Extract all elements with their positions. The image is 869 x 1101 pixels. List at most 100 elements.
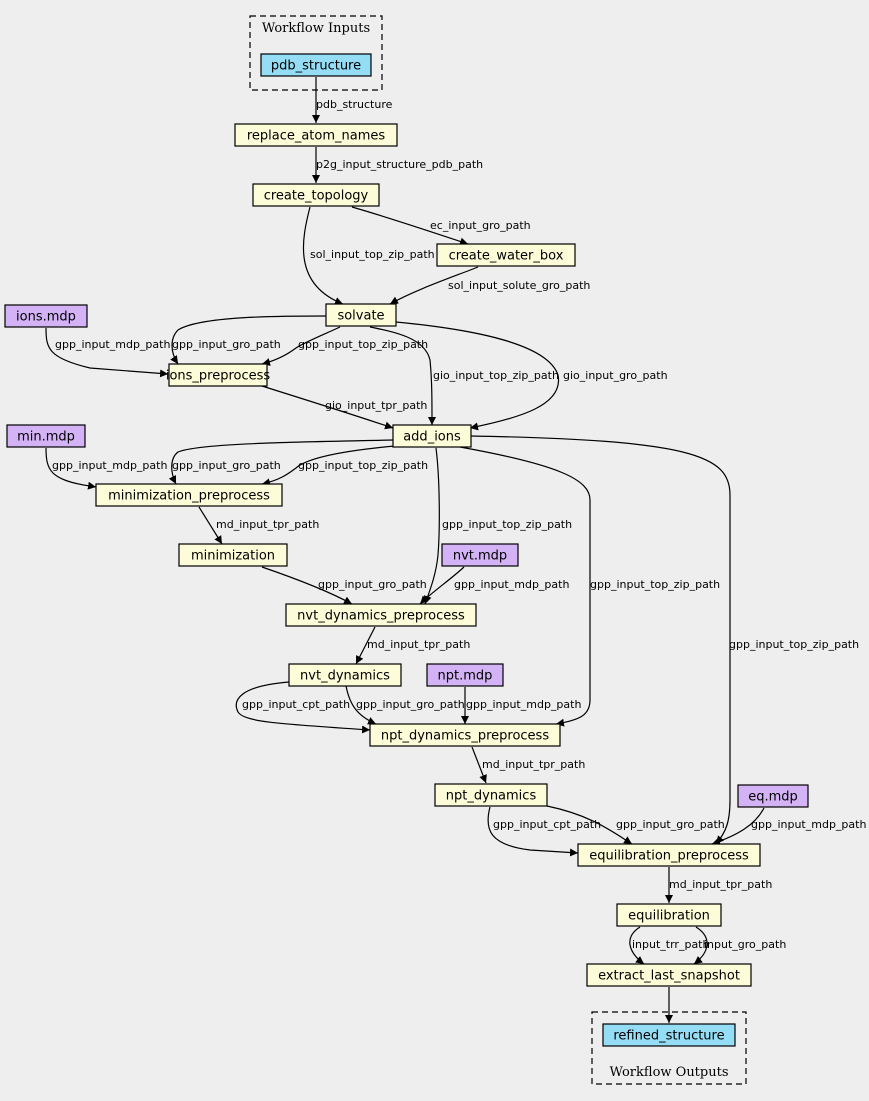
edge-solvate-to-add_ions: gio_input_top_zip_path — [369, 326, 559, 426]
edge-line — [170, 315, 327, 365]
node-label: equilibration — [628, 909, 710, 924]
edge-label: gpp_input_gro_path — [616, 818, 725, 831]
edge-label: gio_input_top_zip_path — [433, 369, 559, 382]
node-refined-structure[interactable]: refined_structure — [602, 1023, 736, 1047]
edge-label: md_input_tpr_path — [482, 758, 585, 771]
node-label: npt_dynamics — [446, 789, 537, 804]
edge-add_ions-to-npt_dynamics_preprocess: gpp_input_top_zip_path — [459, 446, 720, 727]
node-nvt-dynamics[interactable]: nvt_dynamics — [288, 663, 402, 687]
node-label: minimization_preprocess — [108, 489, 270, 504]
edge-label: gpp_input_gro_path — [318, 578, 427, 591]
node-box — [6, 424, 86, 448]
edge-label: gpp_input_gro_path — [356, 698, 465, 711]
edge-eq_mdp-to-equilibration_preprocess: gpp_input_mdp_path — [711, 807, 866, 846]
node-label: min.mdp — [17, 430, 75, 445]
edge-ions_preprocess-to-add_ions: gio_input_tpr_path — [261, 385, 427, 430]
node-box — [737, 784, 809, 808]
node-eq-mdp[interactable]: eq.mdp — [737, 784, 809, 808]
edge-solvate-to-ions_preprocess: gpp_input_gro_path — [170, 315, 327, 365]
edge-label: gpp_input_gro_path — [172, 459, 281, 472]
node-nvt-mdp[interactable]: nvt.mdp — [441, 543, 519, 567]
node-npt-dynamics[interactable]: npt_dynamics — [434, 783, 548, 807]
edge-label: gpp_input_top_zip_path — [298, 459, 428, 472]
node-ions-mdp[interactable]: ions.mdp — [4, 304, 88, 328]
node-label: add_ions — [403, 430, 461, 445]
edge-label: gpp_input_top_zip_path — [442, 518, 572, 531]
edge-label: gpp_input_mdp_path — [751, 818, 866, 831]
edge-label: pdb_structure — [316, 98, 393, 111]
edge-replace_atom_names-to-create_topology: p2g_input_structure_pdb_path — [312, 147, 483, 183]
node-box — [392, 424, 472, 448]
node-box — [586, 963, 752, 987]
node-box — [577, 843, 761, 867]
edge-label: gpp_input_cpt_path — [493, 818, 601, 831]
node-npt-mdp[interactable]: npt.mdp — [426, 663, 504, 687]
node-solvate[interactable]: solvate — [325, 303, 397, 327]
edge-equilibration-to-extract_last_snapshot: input_gro_path — [693, 926, 786, 965]
node-box — [234, 123, 398, 147]
edge-line — [693, 926, 708, 965]
node-nvt-dynamics-preprocess[interactable]: nvt_dynamics_preprocess — [285, 603, 477, 627]
edge-label: gpp_input_mdp_path — [466, 698, 581, 711]
cluster-outputs: Workflow Outputs — [591, 1011, 747, 1085]
edge-minimization_preprocess-to-minimization: md_input_tpr_path — [198, 506, 319, 545]
edge-npt_dynamics-to-equilibration_preprocess: gpp_input_cpt_path — [487, 806, 601, 857]
edge-npt_mdp-to-npt_dynamics_preprocess: gpp_input_mdp_path — [461, 687, 581, 724]
edge-label: input_trr_path — [632, 938, 709, 951]
edge-create_water_box-to-solvate: sol_input_solute_gro_path — [389, 266, 590, 305]
node-npt-dynamics-preprocess[interactable]: npt_dynamics_preprocess — [369, 723, 561, 747]
node-ions-preprocess[interactable]: ions_preprocess — [166, 363, 271, 387]
node-replace-atom-names[interactable]: replace_atom_names — [234, 123, 398, 147]
cluster-inputs-label: Workflow Inputs — [262, 21, 370, 36]
node-minimization-preprocess[interactable]: minimization_preprocess — [95, 483, 283, 507]
edge-line — [355, 626, 376, 665]
edge-line — [470, 435, 731, 845]
edge-line — [261, 445, 396, 487]
node-minimization[interactable]: minimization — [178, 543, 288, 567]
edge-line — [395, 321, 560, 431]
node-box — [95, 483, 283, 507]
node-add-ions[interactable]: add_ions — [392, 424, 472, 448]
node-extract-last-snapshot[interactable]: extract_last_snapshot — [586, 963, 752, 987]
node-pdb-structure[interactable]: pdb_structure — [260, 53, 372, 77]
node-box — [434, 783, 548, 807]
node-label: replace_atom_names — [247, 129, 386, 144]
edge-label: gio_input_tpr_path — [325, 399, 427, 412]
edge-line — [45, 327, 169, 378]
node-label: npt.mdp — [438, 669, 493, 684]
edge-pdb_structure-to-replace_atom_names: pdb_structure — [312, 77, 393, 123]
edge-equilibration_preprocess-to-equilibration: md_input_tpr_path — [665, 867, 772, 903]
edge-add_ions-to-nvt_dynamics_preprocess: gpp_input_top_zip_path — [423, 447, 572, 605]
edge-npt_dynamics_preprocess-to-npt_dynamics: md_input_tpr_path — [471, 746, 585, 784]
edge-nvt_dynamics_preprocess-to-nvt_dynamics: md_input_tpr_path — [355, 626, 470, 665]
edge-nvt_dynamics-to-npt_dynamics_preprocess: gpp_input_gro_path — [345, 685, 465, 725]
node-box — [369, 723, 561, 747]
node-equilibration[interactable]: equilibration — [616, 903, 722, 927]
node-equilibration-preprocess[interactable]: equilibration_preprocess — [577, 843, 761, 867]
edge-add_ions-to-minimization_preprocess: gpp_input_gro_path — [168, 439, 394, 485]
node-create-water-box[interactable]: create_water_box — [436, 243, 576, 267]
edge-line — [235, 681, 371, 734]
node-min-mdp[interactable]: min.mdp — [6, 424, 86, 448]
edge-line — [471, 746, 487, 784]
node-label: pdb_structure — [271, 59, 361, 74]
node-label: minimization — [191, 549, 275, 564]
node-box — [178, 543, 288, 567]
edge-line — [351, 206, 469, 246]
node-box — [168, 363, 268, 387]
edge-line — [459, 446, 591, 727]
node-box — [325, 303, 397, 327]
edge-label: gpp_input_mdp_path — [454, 578, 569, 591]
edge-label: md_input_tpr_path — [669, 878, 772, 891]
node-label: refined_structure — [613, 1029, 724, 1044]
edge-line — [423, 447, 440, 605]
edge-label: gpp_input_top_zip_path — [590, 578, 720, 591]
edge-nvt_dynamics-to-npt_dynamics_preprocess: gpp_input_cpt_path — [235, 681, 371, 734]
edge-label: gpp_input_top_zip_path — [729, 638, 859, 651]
edge-label: gpp_input_gro_path — [172, 338, 281, 351]
edge-create_topology-to-solvate: sol_input_top_zip_path — [302, 206, 435, 305]
node-create-topology[interactable]: create_topology — [252, 183, 380, 207]
edge-solvate-to-add_ions: gio_input_gro_path — [395, 321, 668, 431]
edge-line — [261, 385, 394, 430]
